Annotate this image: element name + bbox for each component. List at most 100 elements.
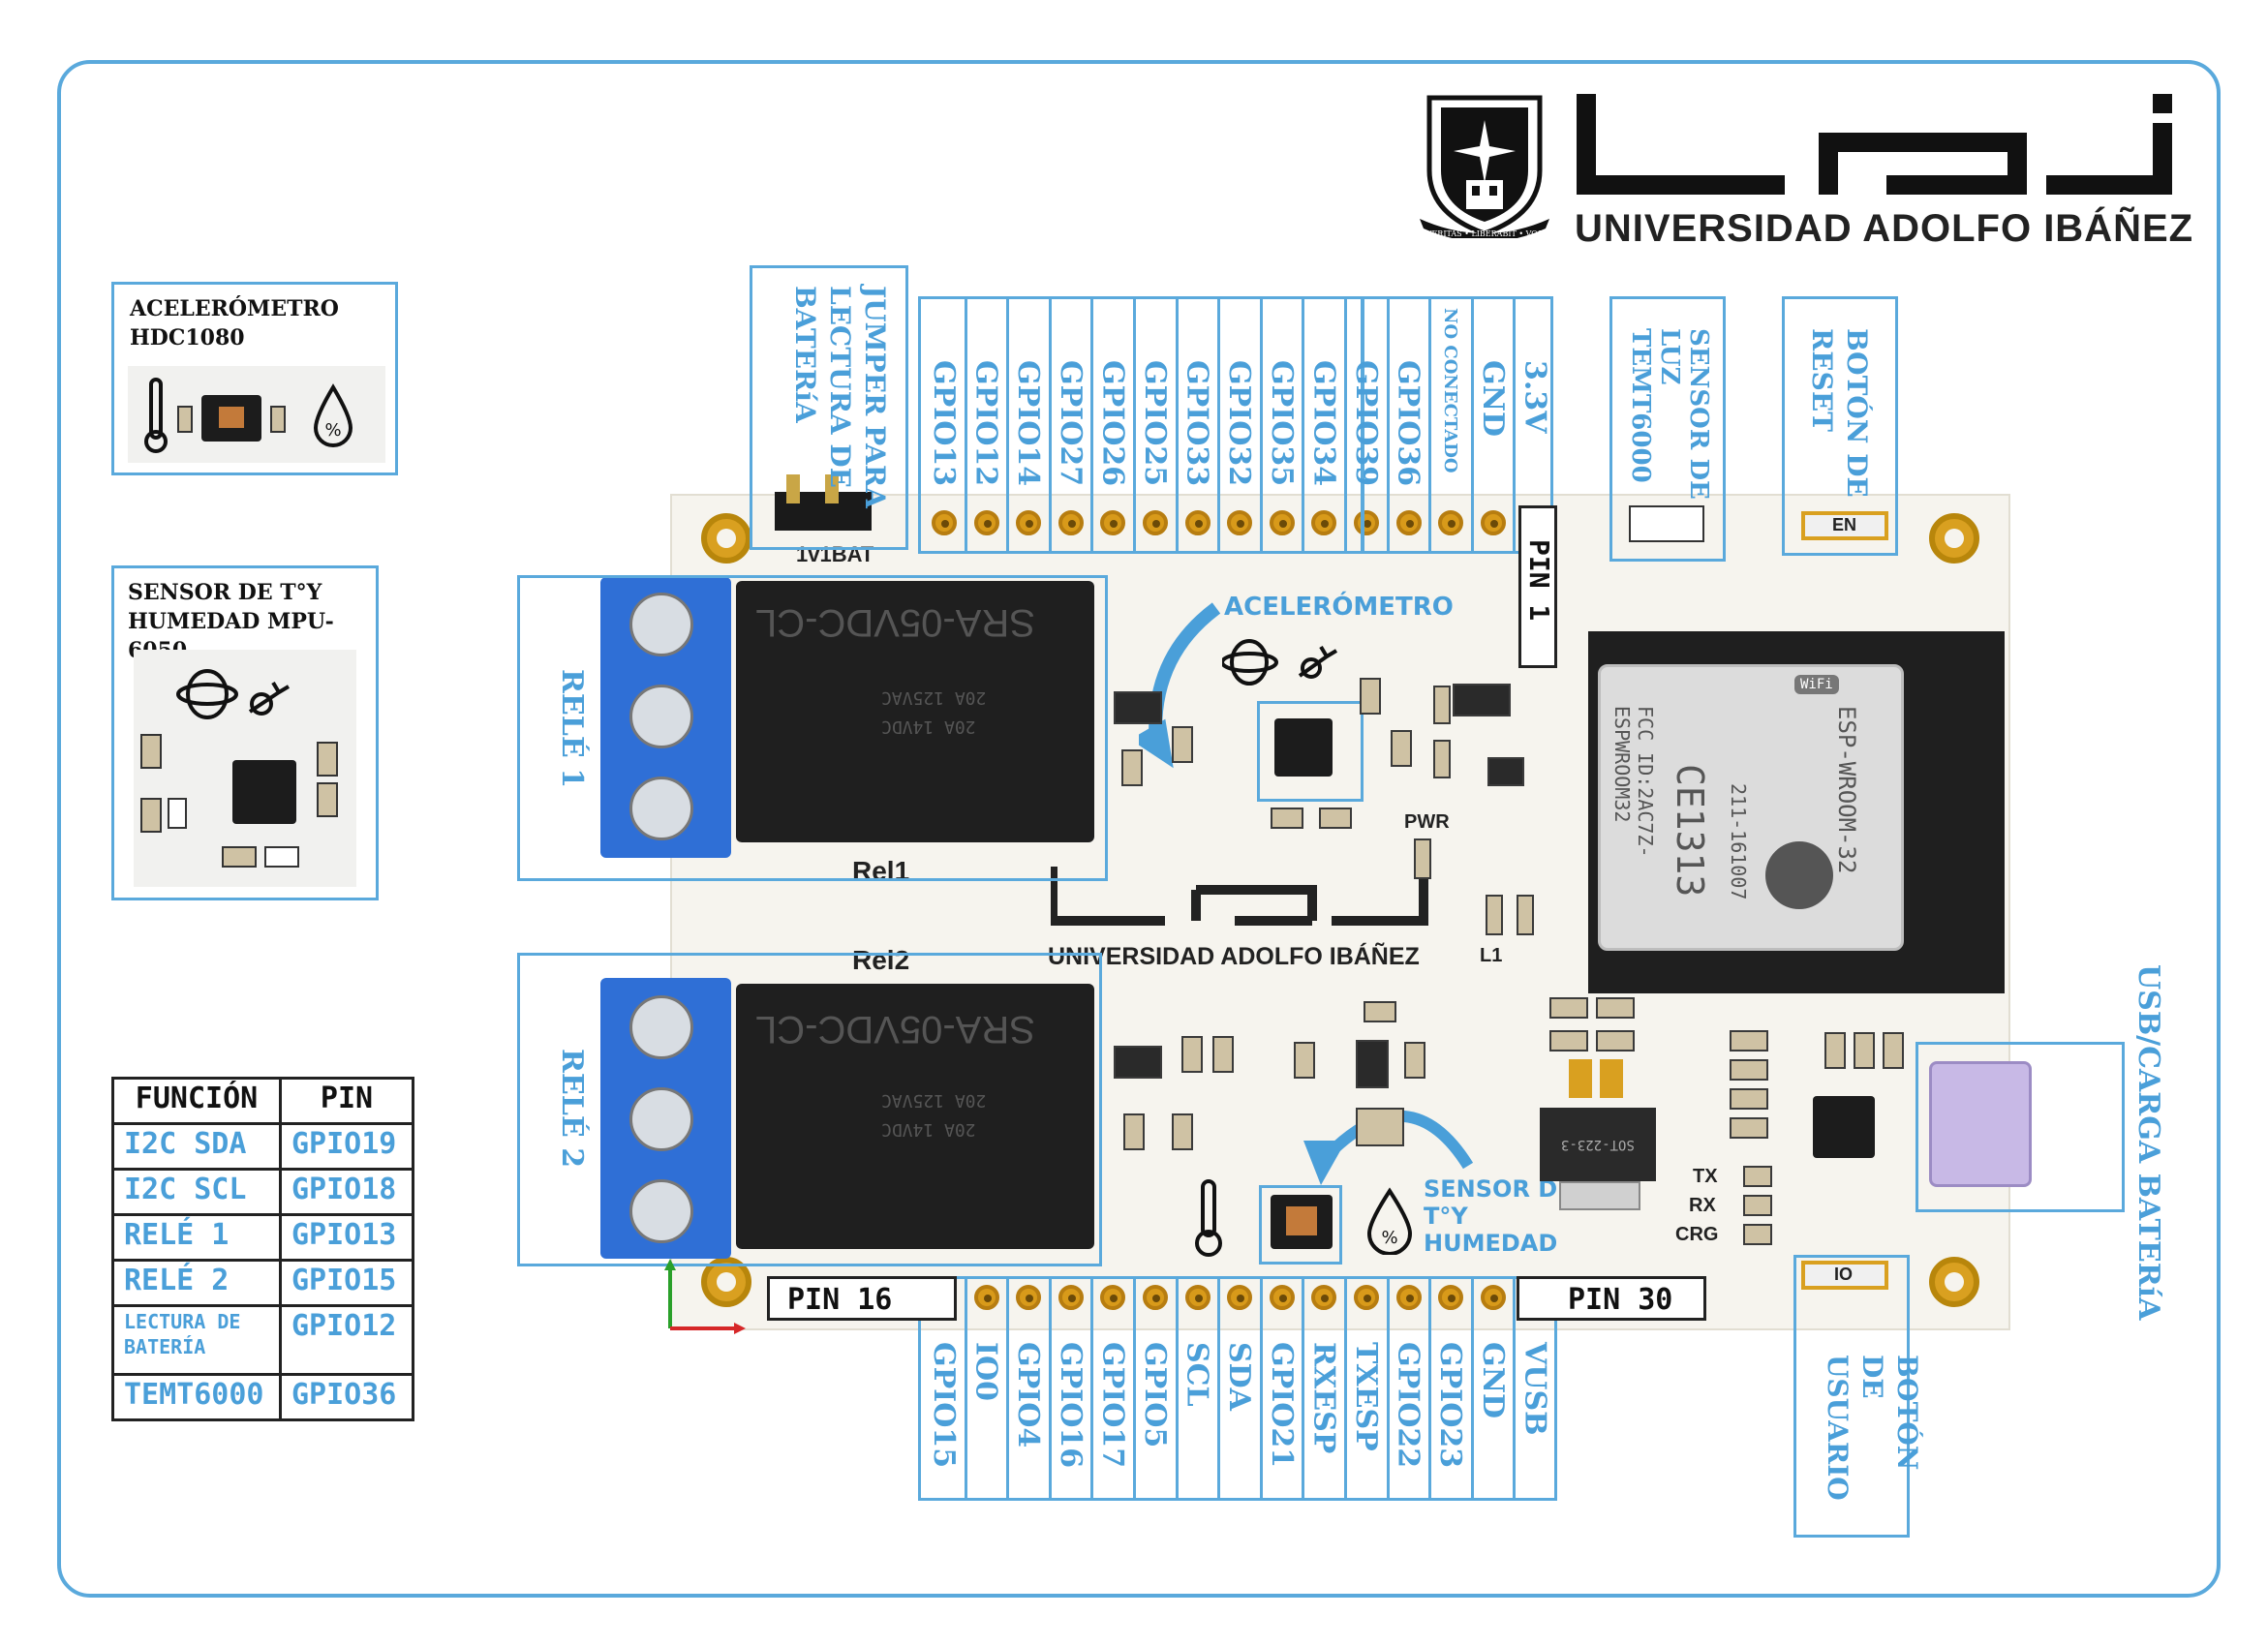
crg-led bbox=[1743, 1224, 1772, 1245]
pin-label: GPIO12 bbox=[968, 360, 1003, 487]
pin-divider bbox=[964, 1276, 967, 1501]
relay2-body: SRA-05VDC-CL 20A 125VAC 20A 14VDC bbox=[736, 984, 1094, 1249]
table-row: RELÉ 1 GPIO13 bbox=[111, 1213, 414, 1262]
pin-label: GPIO39 bbox=[1349, 360, 1383, 487]
esp-fcc-label: FCC ID:2AC7Z-ESPWROOM32 bbox=[1610, 706, 1657, 858]
accelerometer-symbol-icon bbox=[1222, 639, 1338, 686]
jumper-silkscreen: 1v1BAT bbox=[796, 542, 874, 566]
table-header-pin: PIN bbox=[279, 1077, 414, 1125]
diagram-frame bbox=[57, 60, 2221, 1598]
pin-pad bbox=[1016, 510, 1042, 535]
pin-label: SDA bbox=[1222, 1342, 1257, 1411]
pin-label: VUSB bbox=[1517, 1342, 1552, 1436]
svg-text:%: % bbox=[324, 420, 341, 441]
pin-label: TXESP bbox=[1349, 1342, 1383, 1451]
relay1-body: SRA-05VDC-CL 20A 125VAC 20A 14VDC bbox=[736, 581, 1094, 842]
pin-divider bbox=[1386, 296, 1390, 554]
accelerometer-chip bbox=[1274, 718, 1333, 777]
smd-capacitor bbox=[1356, 1108, 1404, 1146]
table-cell-pin: GPIO15 bbox=[279, 1259, 414, 1307]
terminal-screw bbox=[629, 995, 693, 1059]
pwr-silkscreen: PWR bbox=[1404, 811, 1450, 833]
pin-label: GPIO15 bbox=[927, 1342, 961, 1469]
pin16-label: PIN 16 bbox=[787, 1283, 893, 1317]
esp-left-pads bbox=[1551, 620, 1588, 1007]
pin-pad bbox=[1057, 1285, 1084, 1310]
table-cell-pin: GPIO36 bbox=[279, 1373, 414, 1421]
table-row: TEMT6000 GPIO36 bbox=[111, 1373, 414, 1421]
io0-silkscreen: IO bbox=[1834, 1265, 1854, 1284]
table-cell-pin: GPIO18 bbox=[279, 1168, 414, 1216]
pin-label: GPIO23 bbox=[1433, 1342, 1468, 1469]
wifi-badge: WiFi bbox=[1794, 675, 1839, 694]
smd-resistor bbox=[1730, 1030, 1768, 1052]
pin30-label: PIN 30 bbox=[1568, 1283, 1673, 1317]
pin-label: GPIO35 bbox=[1264, 360, 1299, 487]
pin-pad bbox=[1438, 510, 1464, 535]
smd-resistor bbox=[1854, 1032, 1875, 1069]
crg-silkscreen: CRG bbox=[1675, 1224, 1719, 1245]
smd-resistor bbox=[1319, 808, 1352, 829]
smd-resistor bbox=[1549, 997, 1588, 1019]
svg-text:%: % bbox=[1381, 1228, 1397, 1248]
smd-resistor bbox=[1730, 1117, 1768, 1139]
pin-divider bbox=[1513, 296, 1517, 554]
pin-divider bbox=[1048, 1276, 1052, 1501]
table-cell-pin: GPIO12 bbox=[279, 1304, 414, 1376]
pin-divider bbox=[1090, 296, 1094, 554]
pin-label: GPIO27 bbox=[1053, 360, 1088, 487]
temp-humidity-chip bbox=[1271, 1195, 1333, 1249]
tx-led bbox=[1743, 1166, 1772, 1187]
table-row: RELÉ 2 GPIO15 bbox=[111, 1259, 414, 1307]
pin-divider bbox=[1428, 1276, 1432, 1501]
pin-pad bbox=[1227, 510, 1253, 535]
inductor bbox=[1486, 895, 1503, 935]
university-name: UNIVERSIDAD ADOLFO IBÁÑEZ bbox=[1575, 207, 2194, 250]
pin-label: GPIO33 bbox=[1180, 360, 1214, 487]
pin-label: GPIO16 bbox=[1053, 1342, 1088, 1469]
mounting-hole bbox=[1929, 513, 1979, 564]
pin-label: GPIO26 bbox=[1095, 360, 1130, 487]
smd-resistor bbox=[1121, 749, 1143, 786]
smd-resistor bbox=[1181, 1036, 1203, 1073]
regulator-tab bbox=[1569, 1059, 1592, 1098]
pin-divider bbox=[1006, 296, 1010, 554]
pin-divider bbox=[1175, 296, 1179, 554]
esp-module-name: ESP-WROOM-32 bbox=[1833, 706, 1860, 874]
university-crest-icon: VERITAS • LIBERABIT • VOS bbox=[1420, 95, 1549, 238]
user-button[interactable]: IO bbox=[1801, 1261, 1888, 1290]
smd-resistor bbox=[1596, 997, 1635, 1019]
table-row: I2C SDA GPIO19 bbox=[111, 1122, 414, 1171]
pin-pad bbox=[1311, 510, 1337, 535]
smd-resistor bbox=[1172, 1113, 1193, 1150]
pin-label: GPIO21 bbox=[1264, 1342, 1299, 1469]
pin-label: GND bbox=[1475, 360, 1510, 438]
relay2-callout-text: RELÉ 2 bbox=[555, 1049, 589, 1169]
smd-resistor bbox=[1730, 1088, 1768, 1110]
pin-pad bbox=[1100, 510, 1126, 535]
pin-label: 3.3V bbox=[1517, 360, 1552, 434]
jumper-callout-text: JUMPER PARA LECTURA DE BATERíA bbox=[789, 286, 891, 508]
pin-label: NO CONECTADO bbox=[1440, 308, 1461, 473]
table-row: I2C SCL GPIO18 bbox=[111, 1168, 414, 1216]
reset-button[interactable]: EN bbox=[1801, 511, 1888, 540]
usb-callout-text: USB/CARGA BATERíA bbox=[2131, 964, 2165, 1321]
user-button-callout-box: BOTÓN DE USUARIO bbox=[1793, 1255, 1923, 1538]
legend-title-line1: SENSOR DE T°Y bbox=[128, 580, 322, 605]
smd-resistor bbox=[1824, 1032, 1846, 1069]
smd-resistor bbox=[1433, 686, 1451, 724]
pin30-marker: PIN 30 bbox=[1517, 1276, 1706, 1321]
pin-divider bbox=[1428, 296, 1432, 554]
jumper-callout-box: JUMPER PARA LECTURA DE BATERíA bbox=[750, 265, 908, 550]
pin-divider bbox=[1175, 1276, 1179, 1501]
pin-divider bbox=[1259, 296, 1263, 554]
pin-pad bbox=[1143, 510, 1168, 535]
usb-callout-box bbox=[1916, 1042, 2125, 1212]
table-cell-pin: GPIO13 bbox=[279, 1213, 414, 1262]
pin-divider bbox=[1470, 1276, 1474, 1501]
pin-divider bbox=[964, 296, 967, 554]
relay2-silkscreen: Rel2 bbox=[852, 945, 910, 975]
temp-humidity-legend-box: SENSOR DE T°Y HUMEDAD MPU-6050 bbox=[111, 565, 379, 900]
usb-connector[interactable] bbox=[1929, 1061, 2032, 1187]
light-sensor-callout-box: SENSOR DE LUZ TEMT6000 bbox=[1609, 296, 1726, 562]
